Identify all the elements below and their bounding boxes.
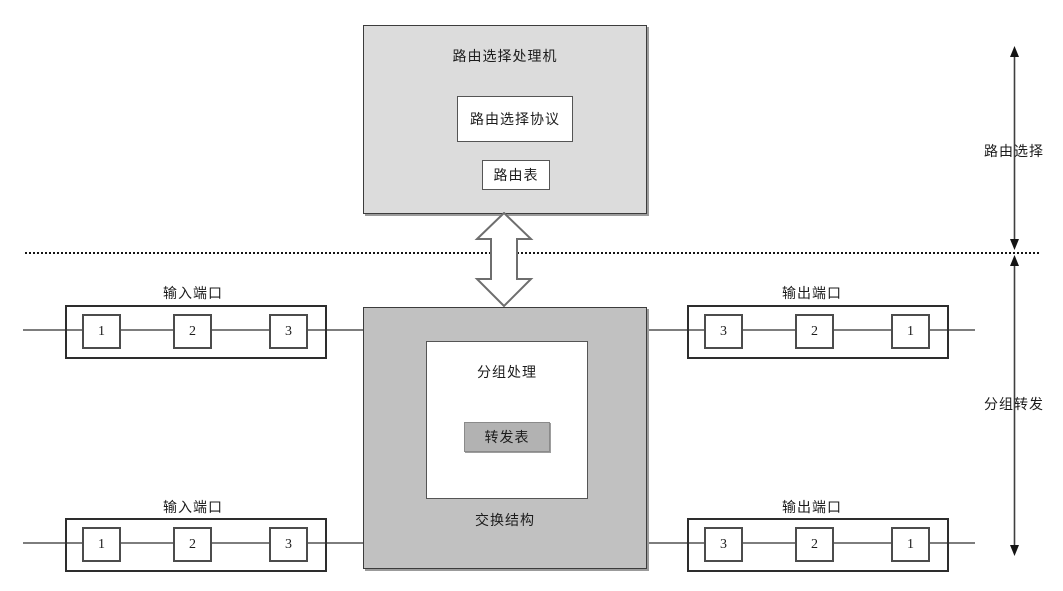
output-port-label-bottom: 输出端口: [782, 499, 842, 515]
port-cell: 2: [173, 527, 212, 562]
processor-fabric-double-arrow-icon: [474, 212, 534, 307]
port-cell: 1: [891, 527, 930, 562]
routing-processor-box: 路由选择处理机 路由选择协议 路由表: [363, 25, 647, 214]
plane-divider-line: [25, 252, 1039, 254]
input-port-row-bottom: 1 2 3: [65, 518, 327, 572]
switching-fabric-label: 交换结构: [475, 512, 535, 528]
packet-forwarding-span-arrow-icon: [1010, 255, 1019, 556]
route-selection-span-arrow-icon: [1010, 46, 1019, 250]
output-port-label-top: 输出端口: [782, 285, 842, 301]
port-cell: 1: [82, 527, 121, 562]
packet-processing-label: 分组处理: [477, 364, 537, 380]
port-cell: 3: [269, 527, 308, 562]
input-port-label-top: 输入端口: [163, 285, 223, 301]
port-cell: 3: [704, 527, 743, 562]
port-cell: 2: [795, 314, 834, 349]
port-cell: 1: [891, 314, 930, 349]
routing-protocol-box: 路由选择协议: [457, 96, 573, 142]
port-cell: 2: [795, 527, 834, 562]
routing-processor-title: 路由选择处理机: [452, 48, 558, 64]
packet-forwarding-label: 分组转发: [984, 396, 1044, 412]
port-cell: 3: [269, 314, 308, 349]
forwarding-table-box: 转发表: [464, 422, 550, 452]
routing-table-box: 路由表: [482, 160, 550, 190]
route-selection-label: 路由选择: [984, 143, 1044, 159]
port-cell: 3: [704, 314, 743, 349]
port-cell: 2: [173, 314, 212, 349]
output-port-row-bottom: 3 2 1: [687, 518, 949, 572]
input-port-label-bottom: 输入端口: [163, 499, 223, 515]
port-cell: 1: [82, 314, 121, 349]
input-port-row-top: 1 2 3: [65, 305, 327, 359]
switching-fabric-box: 分组处理 转发表 交换结构: [363, 307, 647, 569]
output-port-row-top: 3 2 1: [687, 305, 949, 359]
packet-processing-box: 分组处理 转发表: [426, 341, 588, 499]
